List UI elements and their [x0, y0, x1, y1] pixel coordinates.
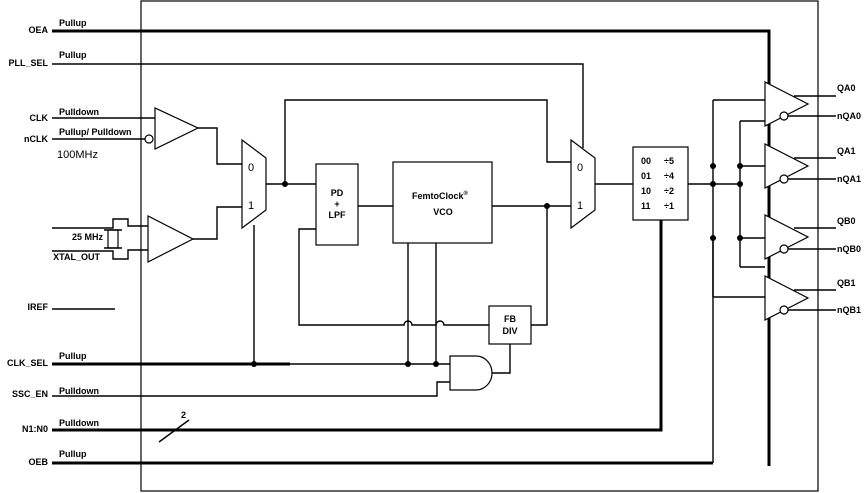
pin-oeb-attr: Pullup	[59, 449, 87, 459]
pin-oeb-label: OEB	[28, 457, 48, 467]
pin-ssc-en-label: SSC_EN	[12, 389, 48, 399]
divider-ratio-2: ÷2	[664, 186, 674, 196]
output-mux-label-0: 0	[577, 162, 583, 174]
output-label-nqa0: nQA0	[837, 111, 861, 121]
out-bubble-nqa1	[779, 174, 789, 184]
output-mux	[570, 138, 596, 230]
divider-ratio-3: ÷1	[664, 201, 674, 211]
pll-sel-wire	[52, 63, 584, 148]
xtal-frequency-label: 25 MHz	[72, 232, 104, 242]
buffer-feed-qb1	[713, 266, 765, 298]
vco-sub: VCO	[433, 207, 453, 217]
input-mux	[241, 138, 267, 230]
oeb-junction-b	[710, 181, 716, 187]
output-label-qb0: QB0	[837, 216, 856, 226]
output-label-nqb0: nQB0	[837, 244, 861, 254]
pin-clk-label: CLK	[30, 113, 49, 123]
distribution-junction-b	[737, 181, 743, 187]
bus-width-label: 2	[181, 410, 186, 420]
pin-n1n0-attr: Pulldown	[59, 418, 99, 428]
clk-sel-junction-a	[251, 361, 257, 367]
pin-clk-sel-label: CLK_SEL	[7, 358, 49, 368]
divider-code-2: 10	[641, 186, 651, 196]
pin-pll-sel-attr: Pullup	[59, 50, 87, 60]
and-to-fbdiv-wire	[492, 344, 511, 374]
divider-code-0: 00	[641, 156, 651, 166]
out-bubble-nqa0	[779, 111, 789, 121]
pin-n1n0-label: N1:N0	[22, 424, 48, 434]
pin-nclk-attr: Pullup/ Pulldown	[59, 127, 132, 137]
chip-outline	[140, 0, 819, 492]
output-label-qb1: QB1	[837, 278, 856, 288]
pll-bypass-wire	[284, 99, 571, 184]
xtal-to-mux-wire	[193, 206, 242, 240]
divider-ratio-0: ÷5	[664, 156, 674, 166]
pin-clk-attr: Pulldown	[59, 107, 99, 117]
out-bubble-nqb0	[779, 244, 789, 254]
ssc-en-wire	[52, 381, 450, 397]
pin-xtal-out-label: XTAL_OUT	[53, 252, 100, 262]
and-gate	[449, 355, 493, 391]
crystal-symbol	[107, 229, 119, 249]
pin-iref-label: IREF	[27, 302, 48, 312]
fb-div-block	[488, 305, 532, 345]
oeb-junction-a	[710, 163, 716, 169]
pin-ssc-en-attr: Pulldown	[59, 386, 99, 396]
divider-code-3: 11	[641, 201, 651, 211]
pin-oea-label: OEA	[28, 25, 48, 35]
output-label-qa0: QA0	[837, 83, 856, 93]
divider-ratio-1: ÷4	[664, 171, 674, 181]
buffer-feed-qa0	[713, 99, 765, 122]
crystal-plates	[104, 229, 122, 249]
fb-div-line-2: DIV	[502, 326, 517, 336]
pin-pll-sel-label: PLL_SEL	[8, 58, 48, 68]
bus-slash	[158, 419, 190, 443]
divider-code-1: 01	[641, 171, 651, 181]
vco-to-fbdiv-wire	[531, 206, 548, 326]
output-label-qa1: QA1	[837, 146, 856, 156]
pin-clk-sel-attr: Pullup	[59, 351, 87, 361]
fb-div-line-1: FB	[504, 314, 516, 324]
input-mux-label-0: 0	[248, 162, 254, 174]
feedback-wire	[298, 228, 489, 326]
nclk-invert-bubble	[144, 134, 154, 144]
n1n0-bus	[52, 191, 663, 432]
output-mux-label-1: 1	[577, 200, 583, 212]
vco-block	[392, 161, 493, 244]
xtal-out-wire	[52, 249, 148, 260]
pin-oea-attr: Pullup	[59, 18, 87, 28]
clk-frequency-label: 100MHz	[57, 149, 98, 161]
pin-nclk-label: nCLK	[24, 134, 48, 144]
clk-input-buffer	[154, 107, 200, 150]
out-bubble-nqb1	[779, 305, 789, 315]
xtal-oscillator-amp	[147, 215, 195, 263]
pd-lpf-line-1: PD	[331, 188, 344, 198]
pd-lpf-block	[315, 163, 359, 246]
vco-name: FemtoClock®	[412, 190, 469, 201]
clk-to-mux-wire	[198, 127, 242, 165]
xtal-in-wire	[52, 218, 148, 229]
output-label-nqa1: nQA1	[837, 174, 861, 184]
oea-wire	[52, 29, 771, 466]
input-mux-label-1: 1	[248, 200, 254, 212]
pd-lpf-line-3: LPF	[329, 210, 347, 220]
output-label-nqb1: nQB1	[837, 305, 861, 315]
pd-lpf-line-2: +	[334, 199, 339, 209]
